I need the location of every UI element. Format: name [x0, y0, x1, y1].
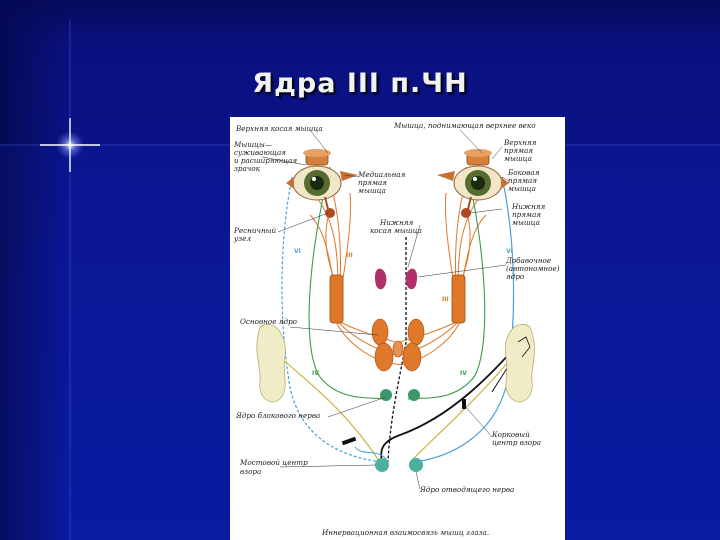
- numeral-iv-right: IV: [460, 370, 467, 377]
- label-accessory-nucleus-3: ядро: [506, 272, 525, 281]
- label-inferior-oblique-2: косая мышца: [370, 226, 422, 235]
- abducens-nucleus-left: [375, 458, 389, 472]
- accessory-nucleus-right: [406, 269, 417, 290]
- label-superior-oblique: Верхняя косая мышца: [235, 124, 323, 133]
- trochlear-nucleus-right: [408, 389, 420, 401]
- innervation-diagram: Верхняя косая мышца Мышца, поднимающая в…: [230, 117, 565, 540]
- oculomotor-trunk-right: [452, 275, 465, 323]
- oculomotor-main-nucleus: [372, 319, 424, 371]
- numeral-vi-left: VI: [294, 248, 301, 255]
- numeral-vi-right: VI: [506, 248, 513, 255]
- abducens-nucleus-right: [409, 458, 423, 472]
- label-superior-rectus-3: мышца: [504, 154, 532, 163]
- label-pupil-muscles-4: зрачок: [234, 164, 261, 173]
- slide-title: Ядра III п.ЧН: [0, 68, 720, 99]
- label-pontine-gaze-2: взора: [240, 467, 261, 476]
- figure-caption: Иннервационная взаимосвязь мышц глаза.: [321, 528, 489, 537]
- label-cortical-gaze-2: центр взора: [492, 438, 541, 447]
- eye-muscle-innervation-figure: Верхняя косая мышца Мышца, поднимающая в…: [230, 117, 565, 540]
- accessory-nucleus-left: [375, 269, 386, 290]
- label-ciliary-ganglion-2: узел: [233, 234, 251, 243]
- label-medial-rectus-3: мышца: [358, 186, 386, 195]
- numeral-iii-right: III: [442, 296, 449, 303]
- cortex-left: [257, 324, 286, 401]
- numeral-iv-left: IV: [312, 370, 319, 377]
- yellow-pathway: [275, 352, 380, 462]
- cortex-right: [505, 324, 534, 401]
- pontine-marker: [342, 437, 357, 446]
- label-lateral-rectus-3: мышца: [508, 184, 536, 193]
- label-inferior-rectus-3: мышца: [512, 218, 540, 227]
- cortical-marker: [462, 399, 466, 409]
- label-pontine-gaze-1: Мостовой центр: [239, 458, 308, 467]
- label-levator-palpebrae: Мышца, поднимающая верхнее веко: [393, 121, 536, 130]
- label-abducens-nucleus: Ядро отводящего нерва: [419, 485, 514, 494]
- numeral-iii-left: III: [346, 252, 353, 259]
- trochlear-nucleus-left: [380, 389, 392, 401]
- label-main-nucleus: Основное ядро: [240, 317, 298, 326]
- oculomotor-trunk-left: [330, 275, 343, 323]
- label-trochlear-nucleus: Ядро блокового нерва: [235, 411, 320, 420]
